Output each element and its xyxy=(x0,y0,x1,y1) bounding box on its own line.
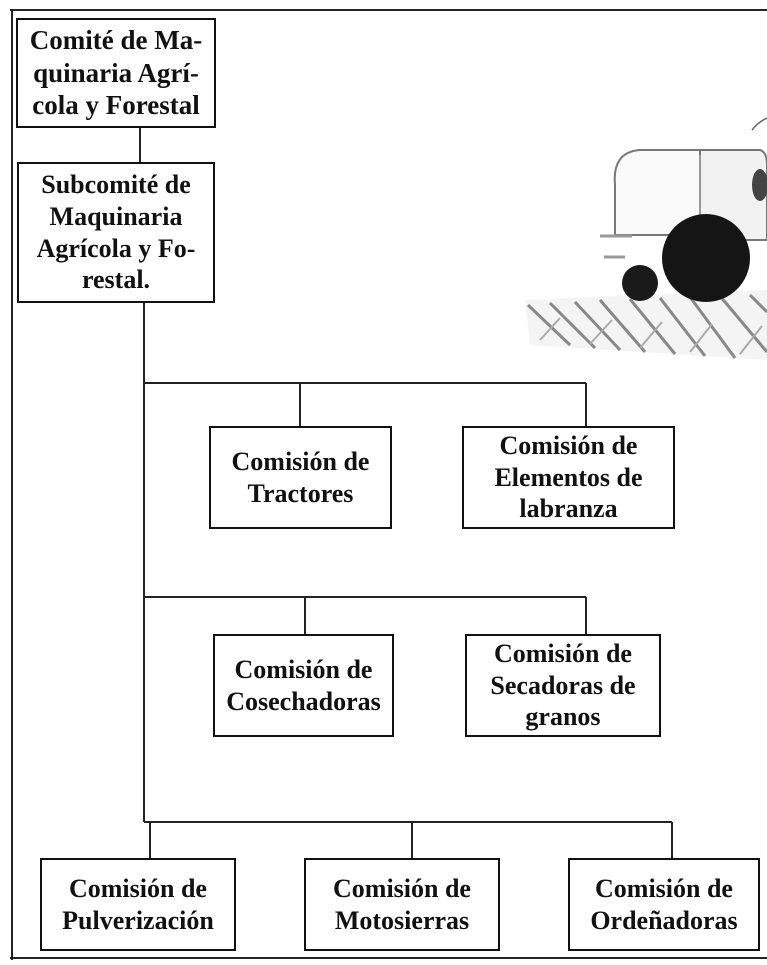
commission-label: Comisión de Cosechadoras xyxy=(226,654,381,716)
commission-label: Comisión de Tractores xyxy=(231,446,370,508)
commission-motosierras-box: Comisión de Motosierras xyxy=(304,858,500,951)
commission-secadoras-box: Comisión de Secadoras de granos xyxy=(465,634,661,737)
root-committee-box: Comité de Ma- quinaria Agrí- cola y Fore… xyxy=(16,18,216,128)
commission-ordenadoras-box: Comisión de Ordeñadoras xyxy=(568,858,760,951)
commission-pulverizacion-box: Comisión de Pulverización xyxy=(40,858,236,951)
commission-label: Comisión de Motosierras xyxy=(333,873,471,935)
commission-label: Comisión de Ordeñadoras xyxy=(590,873,738,935)
root-committee-label: Comité de Ma- quinaria Agrí- cola y Fore… xyxy=(29,24,203,121)
commission-tractores-box: Comisión de Tractores xyxy=(209,426,392,529)
subcommittee-box: Subcomité de Maquinaria Agrícola y Fo- r… xyxy=(17,162,215,303)
commission-label: Comisión de Secadoras de granos xyxy=(490,638,636,732)
commission-cosechadoras-box: Comisión de Cosechadoras xyxy=(213,634,394,737)
commission-label: Comisión de Elementos de labranza xyxy=(494,430,643,524)
tractor-illustration xyxy=(525,117,767,360)
subcommittee-label: Subcomité de Maquinaria Agrícola y Fo- r… xyxy=(36,170,196,295)
commission-label: Comisión de Pulverización xyxy=(62,873,214,935)
commission-elementos-box: Comisión de Elementos de labranza xyxy=(462,426,675,529)
